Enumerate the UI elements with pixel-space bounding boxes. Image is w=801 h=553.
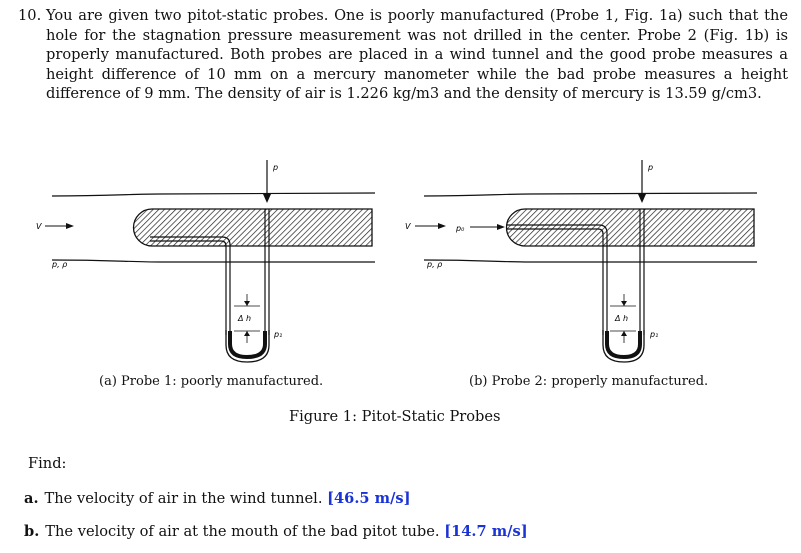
question-b-text: The velocity of air at the mouth of the … — [45, 523, 440, 540]
question-b-letter: b. — [24, 523, 40, 540]
question-a: a. The velocity of air in the wind tunnel… — [24, 490, 411, 507]
problem-statement: 10. You are given two pitot-static probe… — [18, 6, 788, 104]
answer-b: [14.7 m/s] — [444, 523, 528, 540]
label-v-a: V — [36, 222, 42, 231]
caption-panel-a: (a) Probe 1: poorly manufactured. — [99, 374, 324, 389]
label-dh-a: Δ h — [237, 314, 251, 323]
label-prho-b: p, ρ — [426, 260, 442, 269]
caption-panel-b: (b) Probe 2: properly manufactured. — [469, 374, 709, 389]
label-p0-b: p₀ — [455, 224, 465, 233]
problem-number: 10. — [18, 7, 42, 24]
label-prho-a: p, ρ — [51, 260, 67, 269]
question-b: b. The velocity of air at the mouth of th… — [24, 523, 528, 540]
label-pt-b: p₁ — [649, 330, 658, 339]
figure-caption: Figure 1: Pitot-Static Probes — [289, 408, 501, 425]
label-v-b: V — [405, 222, 411, 231]
problem-text: You are given two pitot-static probes. O… — [46, 7, 788, 103]
label-dh-b: Δ h — [614, 314, 628, 323]
label-pt-a: p₁ — [273, 330, 282, 339]
probe-1-diagram — [45, 160, 376, 363]
label-p-a: p — [272, 163, 278, 172]
find-heading: Find: — [28, 455, 67, 472]
probe-2-diagram — [415, 160, 758, 363]
label-p-b: p — [647, 163, 653, 172]
question-a-letter: a. — [24, 490, 39, 507]
answer-a: [46.5 m/s] — [327, 490, 411, 507]
question-a-text: The velocity of air in the wind tunnel. — [44, 490, 323, 507]
